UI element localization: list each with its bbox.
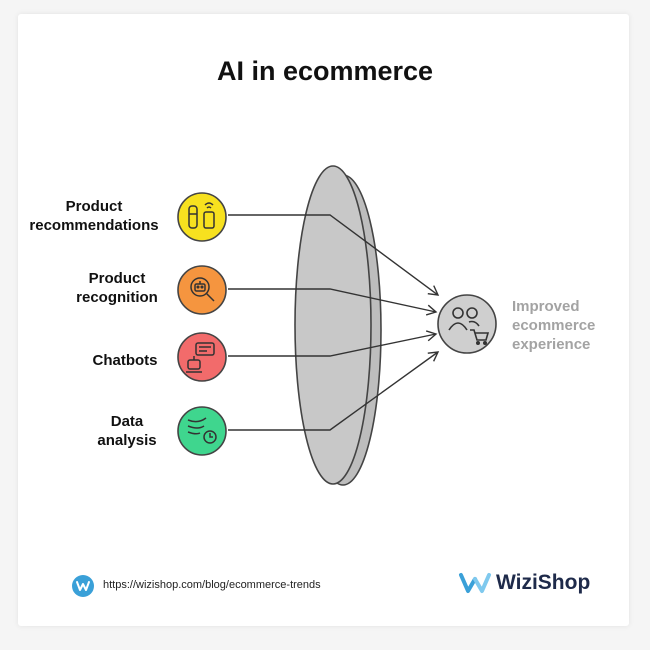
connection-lines xyxy=(228,214,440,431)
brand-name: WiziShop xyxy=(496,571,591,594)
lens-shape xyxy=(294,165,382,486)
label-line: Product xyxy=(65,198,123,215)
robot-magnifier-icon xyxy=(190,277,215,302)
output-circle xyxy=(437,294,497,354)
input-circle-chatbots xyxy=(177,332,227,382)
line-recognition xyxy=(228,288,438,316)
label-line: ecommerce xyxy=(512,317,596,334)
chat-bot-icon xyxy=(186,342,215,373)
users-cart-icon xyxy=(448,307,490,345)
product-recommendation-icon xyxy=(188,202,215,229)
line-recommendations xyxy=(228,214,440,296)
wizishop-small-logo-icon xyxy=(72,575,94,597)
label-line: Data xyxy=(110,413,144,430)
label-line: analysis xyxy=(97,432,157,449)
label-line: recognition xyxy=(76,289,158,306)
line-data-analysis xyxy=(228,351,440,431)
wizishop-logo-icon xyxy=(459,573,491,593)
label-product-recognition: Product recognition xyxy=(62,269,172,307)
page-title: AI in ecommerce xyxy=(216,56,434,86)
source-url-link[interactable]: https://wizishop.com/blog/ecommerce-tren… xyxy=(103,579,321,591)
label-data-analysis: Data analysis xyxy=(82,412,172,450)
input-circle-recommendations xyxy=(177,192,227,242)
label-line: recommendations xyxy=(29,217,159,234)
data-analysis-icon xyxy=(187,417,217,444)
label-line: Improved xyxy=(512,298,580,315)
label-line: experience xyxy=(512,336,591,353)
label-product-recommendations: Product recommendations xyxy=(24,197,164,235)
input-circle-data-analysis xyxy=(177,406,227,456)
label-improved-experience: Improved ecommerce experience xyxy=(512,297,612,354)
line-chatbots xyxy=(228,330,438,357)
input-circle-recognition xyxy=(177,265,227,315)
label-chatbots: Chatbots xyxy=(80,351,170,370)
label-line: Chatbots xyxy=(92,352,158,369)
brand-logo[interactable]: WiziShop xyxy=(458,568,590,598)
label-line: Product xyxy=(88,270,146,287)
